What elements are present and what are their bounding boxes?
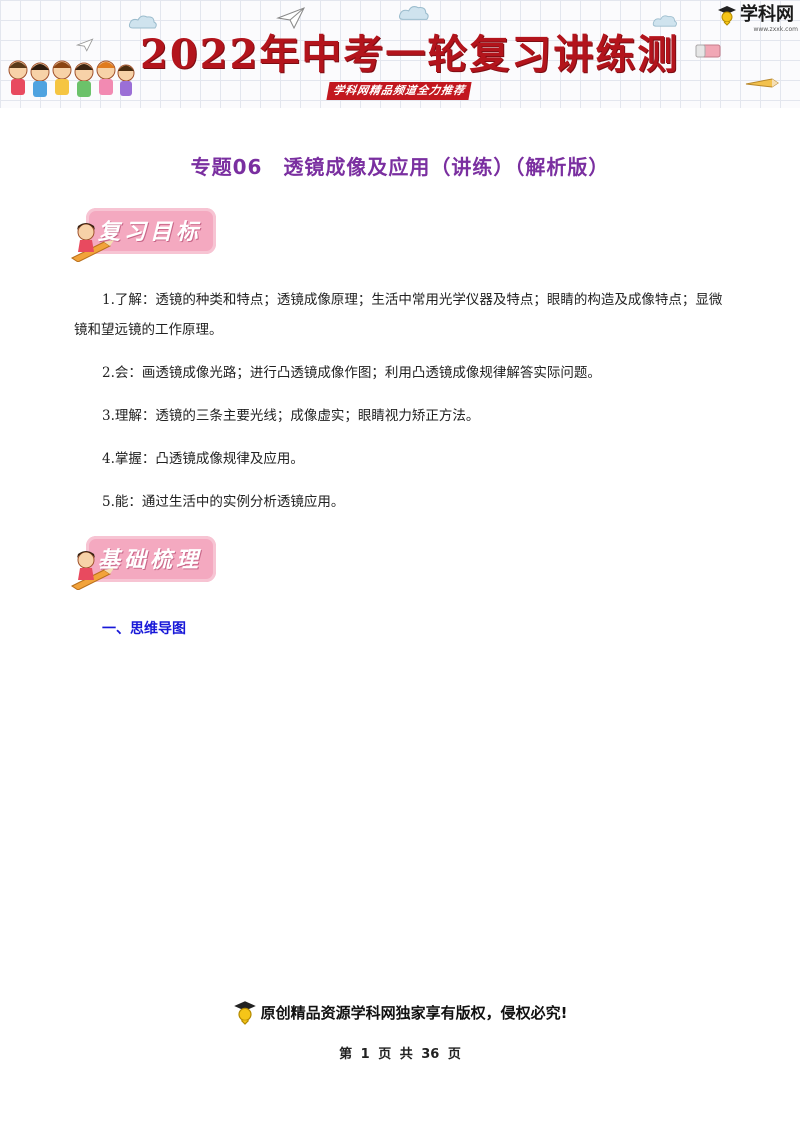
girl-on-pencil-icon <box>71 551 114 590</box>
basics-badge: 基础梳理 <box>70 530 220 590</box>
logo-text: 学科网 <box>740 4 794 25</box>
badge-label: 复习目标 <box>98 219 203 245</box>
graduate-mascot-icon <box>718 6 736 26</box>
site-logo[interactable]: 学科网 <box>717 4 794 26</box>
review-goal-item: 5.能：通过生活中的实例分析透镜应用。 <box>102 494 345 510</box>
children-illustration-icon <box>8 60 135 97</box>
paper-plane-icon <box>76 38 94 52</box>
banner-subtitle: 学科网精品频道全力推荐 <box>326 82 472 100</box>
girl-on-pencil-icon <box>71 223 114 262</box>
cloud-icon <box>399 6 429 20</box>
header-banner: 2022年中考一轮复习讲练测 学科网精品频道全力推荐 学科网 www.zxxk.… <box>0 0 800 108</box>
badge-label: 基础梳理 <box>98 547 203 573</box>
logo-url: www.zxxk.com <box>753 26 798 33</box>
paper-plane-icon <box>276 7 306 30</box>
review-goal-item: 2.会：画透镜成像光路；进行凸透镜成像作图；利用凸透镜成像规律解答实际问题。 <box>102 365 601 381</box>
copyright-notice: 原创精品资源学科网独家享有版权，侵权必究! <box>0 998 800 1026</box>
pencil-icon <box>745 78 779 88</box>
copyright-text: 原创精品资源学科网独家享有版权，侵权必究! <box>260 1003 568 1022</box>
review-goals-badge: 复习目标 <box>70 202 220 262</box>
graduate-mascot-icon <box>233 1001 256 1025</box>
document-title: 专题06 透镜成像及应用（讲练）（解析版） <box>190 155 610 179</box>
review-goal-item: 1.了解：透镜的种类和特点；透镜成像原理；生活中常用光学仪器及特点；眼睛的构造及… <box>74 292 723 338</box>
cloud-icon <box>652 15 677 27</box>
eraser-icon <box>695 44 721 58</box>
review-goal-item: 3.理解：透镜的三条主要光线；成像虚实；眼睛视力矫正方法。 <box>102 408 480 424</box>
cloud-icon <box>128 15 157 29</box>
page-number: 第 1 页 共 36 页 <box>339 1047 461 1062</box>
review-goal-item: 4.掌握：凸透镜成像规律及应用。 <box>102 451 304 467</box>
mind-map-heading: 一、思维导图 <box>102 621 186 637</box>
banner-title: 2022年中考一轮复习讲练测 <box>140 31 680 78</box>
